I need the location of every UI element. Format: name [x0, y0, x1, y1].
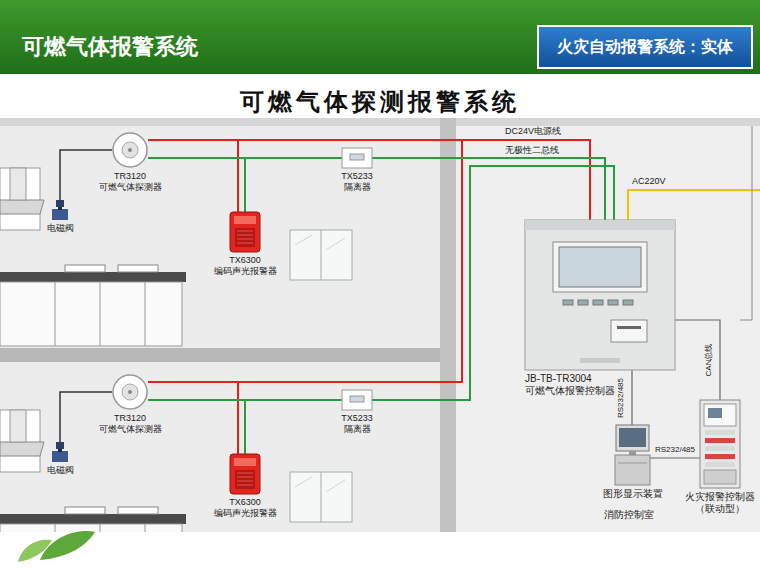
header-tab	[538, 26, 752, 68]
diagram-title: 可燃气体探测报警系统	[0, 86, 760, 118]
sound-light-alarm-icon	[230, 454, 260, 494]
node-text: TR3120	[99, 413, 162, 424]
wire-connector	[148, 158, 245, 212]
edge-label: RS232/485	[654, 446, 696, 455]
wire-connector	[148, 400, 245, 454]
edge-label: RS232/485	[617, 377, 626, 419]
node-caption: 电磁阀	[47, 223, 74, 234]
node-text: TX5233	[341, 171, 373, 182]
node-caption: 火灾报警控制器（联动型）	[683, 491, 757, 515]
header-tab-text: 火灾自动报警系统：实体	[545, 37, 745, 58]
node-caption: 电磁阀	[47, 465, 74, 476]
leaf	[18, 540, 52, 562]
cable	[740, 320, 752, 321]
header-bar	[0, 0, 760, 74]
control-room	[456, 126, 760, 532]
sound-light-alarm: TX6300编码声光报警器	[230, 212, 260, 252]
wire-connector	[148, 157, 342, 159]
gas-alarm-controller: JB-TB-TR3004可燃气体报警控制器	[525, 220, 675, 370]
node-text: JB-TB-TR3004	[525, 373, 615, 385]
wire-connector	[60, 392, 112, 442]
floor-slab	[0, 348, 440, 362]
isolator-icon	[342, 390, 372, 410]
kitchen	[0, 168, 352, 346]
gas-alarm-controller-icon	[525, 220, 675, 370]
wire-connector	[631, 370, 632, 425]
node-caption: TR3120可燃气体探测器	[99, 171, 162, 193]
node-text: 隔离器	[341, 182, 373, 193]
mains-wire	[628, 190, 760, 220]
wire-label: AC220V	[632, 176, 666, 186]
graphic-display: 图形显示装置	[615, 425, 650, 485]
node-caption: TX5233隔离器	[341, 413, 373, 435]
node-text: 隔离器	[341, 424, 373, 435]
wall	[440, 118, 456, 532]
node-text: 电磁阀	[47, 223, 74, 234]
wire-connector	[148, 399, 342, 401]
wire-label: 无极性二总线	[505, 144, 559, 157]
gas-detector: TR3120可燃气体探测器	[112, 374, 148, 410]
isolator: TX5233隔离器	[342, 148, 372, 168]
node-caption: TX5233隔离器	[341, 171, 373, 193]
node-text: 编码声光报警器	[214, 508, 277, 519]
wire-label: DC24V电源线	[505, 125, 561, 138]
node-caption: 图形显示装置	[603, 488, 663, 500]
isolator-icon	[342, 148, 372, 168]
node-text: TR3120	[99, 171, 162, 182]
node-text: 火灾报警控制器（联动型）	[683, 491, 757, 515]
graphic-display-icon	[615, 425, 650, 485]
node-caption: TX6300编码声光报警器	[214, 255, 277, 277]
node-text: 可燃气体报警控制器	[525, 385, 615, 397]
power-wire	[237, 382, 239, 454]
isolator: TX5233隔离器	[342, 390, 372, 410]
solenoid-valve-icon	[52, 442, 68, 462]
solenoid-valve: 电磁阀	[52, 442, 68, 462]
sound-light-alarm-icon	[230, 212, 260, 252]
node-text: 图形显示装置	[603, 488, 663, 500]
wire-connector	[372, 158, 605, 220]
solenoid-valve-icon	[52, 200, 68, 220]
cable	[752, 126, 753, 320]
node-caption: TX6300编码声光报警器	[214, 497, 277, 519]
edge-label: CAN总线	[705, 343, 714, 378]
gas-detector-icon	[112, 132, 148, 168]
node-text: 编码声光报警器	[214, 266, 277, 277]
header-title: 可燃气体报警系统	[22, 32, 198, 62]
building-ground	[0, 118, 760, 532]
fire-alarm-controller: 火灾报警控制器（联动型）	[700, 400, 740, 488]
wire-connector	[60, 150, 112, 200]
node-text: TX5233	[341, 413, 373, 424]
node-text: 电磁阀	[47, 465, 74, 476]
node-text: 可燃气体探测器	[99, 182, 162, 193]
fire-alarm-controller-icon	[700, 400, 740, 488]
node-text: TX6300	[214, 255, 277, 266]
node-caption: TR3120可燃气体探测器	[99, 413, 162, 435]
room-label: 消防控制室	[604, 508, 654, 522]
footer	[0, 532, 760, 568]
gas-detector-icon	[112, 374, 148, 410]
node-text: TX6300	[214, 497, 277, 508]
gas-detector: TR3120可燃气体探测器	[112, 132, 148, 168]
power-wire	[148, 140, 462, 382]
solenoid-valve: 电磁阀	[52, 200, 68, 220]
node-caption: JB-TB-TR3004可燃气体报警控制器	[525, 373, 615, 397]
power-wire	[237, 140, 239, 212]
sound-light-alarm: TX6300编码声光报警器	[230, 454, 260, 494]
wire-connector	[675, 320, 720, 400]
power-wire	[148, 140, 590, 220]
node-text: 可燃气体探测器	[99, 424, 162, 435]
room-floor-1	[0, 126, 440, 348]
wire-connector	[650, 457, 700, 458]
